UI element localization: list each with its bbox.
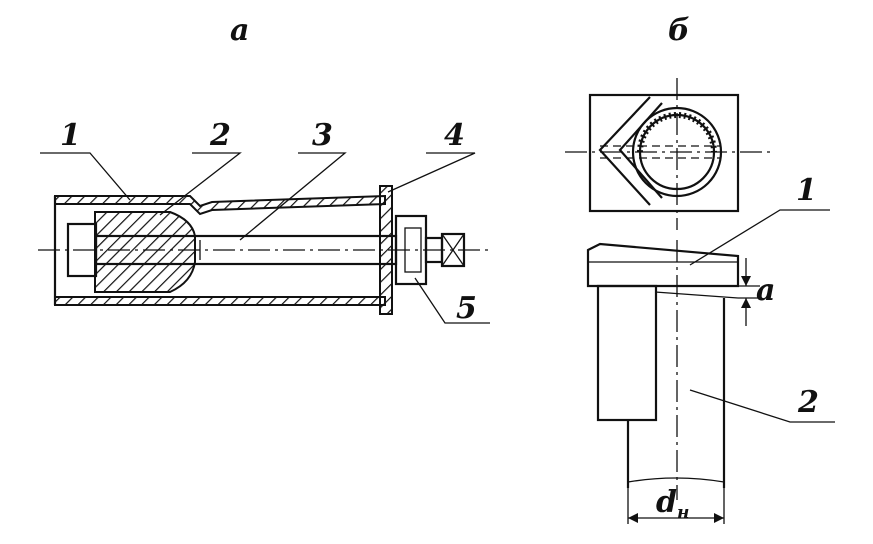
nut-inner xyxy=(404,227,422,273)
dim-a-arrowhead-2 xyxy=(741,298,751,308)
flange xyxy=(379,185,393,315)
tube-break xyxy=(627,477,725,483)
tube-wall-bottom xyxy=(54,296,386,306)
expander-cone xyxy=(94,211,196,293)
leader-1 xyxy=(40,152,131,201)
view-b: a dн б 1 2 xyxy=(565,13,835,524)
diameter-label: dн xyxy=(656,485,689,523)
dim-a-arrowhead-1 xyxy=(741,276,751,286)
dim-d-arrowhead-1 xyxy=(628,513,638,523)
dim-d-arrowhead-2 xyxy=(714,513,724,523)
leader-4 xyxy=(387,152,476,193)
wedge xyxy=(586,242,740,288)
leader-3 xyxy=(239,152,347,241)
view-a-title: а xyxy=(230,13,249,48)
v-clamp-outer xyxy=(598,96,651,206)
callout-a-1: 1 xyxy=(60,118,81,153)
diameter-sub: н xyxy=(677,503,689,523)
callout-a-5: 5 xyxy=(456,291,477,326)
leader-2 xyxy=(159,152,242,216)
callout-a-4: 4 xyxy=(444,118,465,153)
leader-b-2 xyxy=(689,389,835,423)
leader-5 xyxy=(414,277,490,324)
plan-view-frame xyxy=(588,93,740,213)
view-b-title: б xyxy=(668,13,690,48)
square-end xyxy=(440,232,466,268)
leader-b-1 xyxy=(689,209,830,266)
diameter-main: d xyxy=(656,485,677,520)
gap-line xyxy=(654,291,739,299)
callout-a-2: 2 xyxy=(209,118,231,153)
callout-a-3: 3 xyxy=(312,118,333,153)
clamp-block xyxy=(596,284,658,422)
tube-wall-arc xyxy=(637,112,717,153)
view-a: а 1 2 3 4 5 xyxy=(38,13,490,326)
callout-b-1: 1 xyxy=(796,173,817,208)
square-end-cross-2 xyxy=(441,233,465,267)
gap-label: a xyxy=(756,273,775,308)
callout-b-2: 2 xyxy=(797,385,819,420)
